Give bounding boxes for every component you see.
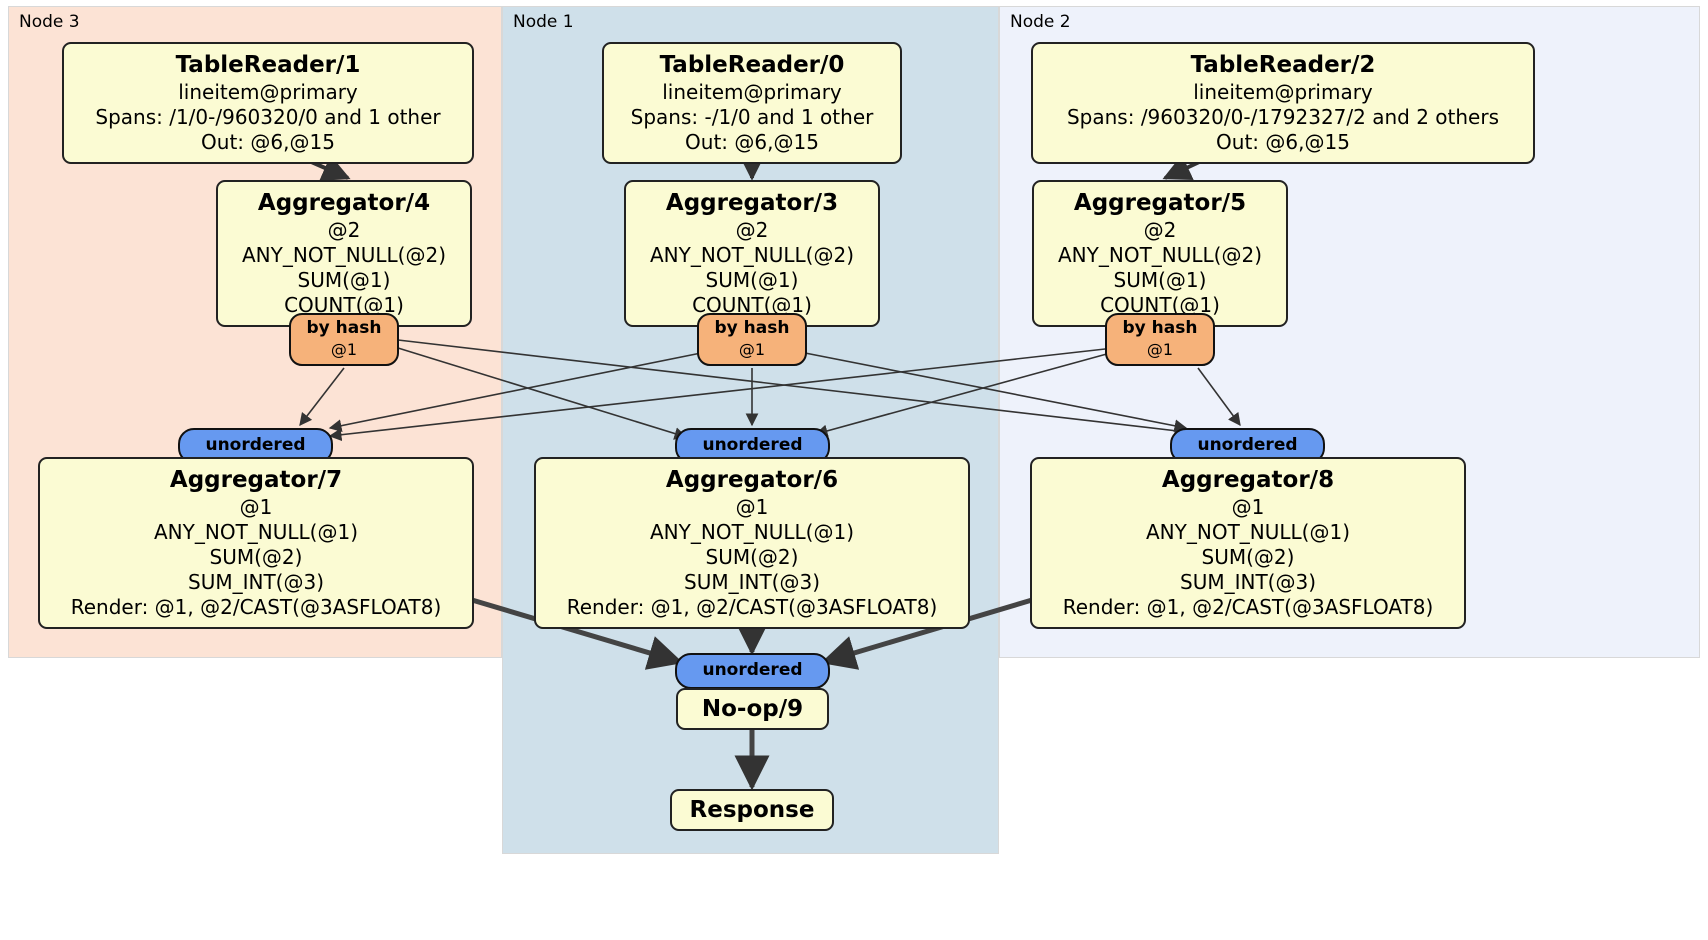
processor-response[interactable]: Response xyxy=(670,789,834,831)
processor-aggregator-6[interactable]: Aggregator/6 @1 ANY_NOT_NULL(@1) SUM(@2)… xyxy=(534,457,970,629)
router-by-hash-center[interactable]: by hash @1 xyxy=(697,313,807,366)
processor-title: Aggregator/3 xyxy=(665,190,839,216)
processor-detail-line: @1 xyxy=(735,495,769,519)
router-label: by hash xyxy=(714,318,790,338)
processor-detail-line: ANY_NOT_NULL(@1) xyxy=(1146,520,1350,544)
processor-tablereader-2[interactable]: TableReader/2 lineitem@primary Spans: /9… xyxy=(1031,42,1535,164)
processor-title: TableReader/0 xyxy=(659,52,845,78)
router-sublabel: @1 xyxy=(1146,340,1174,359)
processor-detail-line: SUM(@1) xyxy=(1113,268,1207,292)
processor-detail-line: SUM(@1) xyxy=(297,268,391,292)
processor-detail-line: ANY_NOT_NULL(@1) xyxy=(154,520,358,544)
node-region-label-node3: Node 3 xyxy=(19,12,80,32)
processor-title: TableReader/1 xyxy=(175,52,361,78)
processor-detail-line: @2 xyxy=(735,218,769,242)
processor-tablereader-1[interactable]: TableReader/1 lineitem@primary Spans: /1… xyxy=(62,42,474,164)
processor-aggregator-5[interactable]: Aggregator/5 @2 ANY_NOT_NULL(@2) SUM(@1)… xyxy=(1032,180,1288,327)
processor-detail-line: ANY_NOT_NULL(@2) xyxy=(650,243,854,267)
router-by-hash-right[interactable]: by hash @1 xyxy=(1105,313,1215,366)
processor-title: TableReader/2 xyxy=(1190,52,1376,78)
processor-title: Aggregator/7 xyxy=(169,467,343,493)
router-label: by hash xyxy=(306,318,382,338)
processor-detail-line: SUM(@2) xyxy=(705,545,799,569)
processor-detail-line: ANY_NOT_NULL(@1) xyxy=(650,520,854,544)
processor-render-line: Render: @1, @2/CAST(@3ASFLOAT8) xyxy=(566,595,938,619)
processor-detail-line: Spans: /960320/0-/1792327/2 and 2 others xyxy=(1066,105,1499,129)
processor-render-line: Render: @1, @2/CAST(@3ASFLOAT8) xyxy=(1062,595,1434,619)
router-by-hash-left[interactable]: by hash @1 xyxy=(289,313,399,366)
processor-detail-line: Out: @6,@15 xyxy=(201,130,335,154)
node-region-label-node1: Node 1 xyxy=(513,12,574,32)
processor-title: Aggregator/8 xyxy=(1161,467,1335,493)
processor-detail-line: lineitem@primary xyxy=(662,80,842,104)
processor-detail-line: lineitem@primary xyxy=(178,80,358,104)
router-sublabel: @1 xyxy=(738,340,766,359)
processor-aggregator-7[interactable]: Aggregator/7 @1 ANY_NOT_NULL(@1) SUM(@2)… xyxy=(38,457,474,629)
processor-render-line: Render: @1, @2/CAST(@3ASFLOAT8) xyxy=(70,595,442,619)
processor-detail-line: SUM(@1) xyxy=(705,268,799,292)
processor-detail-line: @1 xyxy=(239,495,273,519)
processor-detail-line: SUM_INT(@3) xyxy=(1180,570,1316,594)
processor-title: Aggregator/6 xyxy=(665,467,839,493)
processor-detail-line: SUM_INT(@3) xyxy=(188,570,324,594)
processor-detail-line: ANY_NOT_NULL(@2) xyxy=(1058,243,1262,267)
processor-aggregator-4[interactable]: Aggregator/4 @2 ANY_NOT_NULL(@2) SUM(@1)… xyxy=(216,180,472,327)
processor-detail-line: Spans: /1/0-/960320/0 and 1 other xyxy=(95,105,441,129)
processor-detail-line: Out: @6,@15 xyxy=(685,130,819,154)
processor-detail-line: @2 xyxy=(327,218,361,242)
router-label: by hash xyxy=(1122,318,1198,338)
synchronizer-unordered-final[interactable]: unordered xyxy=(675,653,830,689)
processor-detail-line: lineitem@primary xyxy=(1193,80,1373,104)
processor-noop-9[interactable]: No-op/9 xyxy=(676,688,829,730)
processor-detail-line: Spans: -/1/0 and 1 other xyxy=(630,105,874,129)
processor-aggregator-3[interactable]: Aggregator/3 @2 ANY_NOT_NULL(@2) SUM(@1)… xyxy=(624,180,880,327)
processor-aggregator-8[interactable]: Aggregator/8 @1 ANY_NOT_NULL(@1) SUM(@2)… xyxy=(1030,457,1466,629)
processor-detail-line: SUM(@2) xyxy=(209,545,303,569)
processor-tablereader-0[interactable]: TableReader/0 lineitem@primary Spans: -/… xyxy=(602,42,902,164)
processor-title: Aggregator/4 xyxy=(257,190,431,216)
processor-detail-line: @2 xyxy=(1143,218,1177,242)
processor-detail-line: SUM(@2) xyxy=(1201,545,1295,569)
processor-detail-line: ANY_NOT_NULL(@2) xyxy=(242,243,446,267)
processor-detail-line: SUM_INT(@3) xyxy=(684,570,820,594)
processor-detail-line: Out: @6,@15 xyxy=(1216,130,1350,154)
node-region-label-node2: Node 2 xyxy=(1010,12,1071,32)
processor-detail-line: @1 xyxy=(1231,495,1265,519)
processor-title: Aggregator/5 xyxy=(1073,190,1247,216)
router-sublabel: @1 xyxy=(330,340,358,359)
